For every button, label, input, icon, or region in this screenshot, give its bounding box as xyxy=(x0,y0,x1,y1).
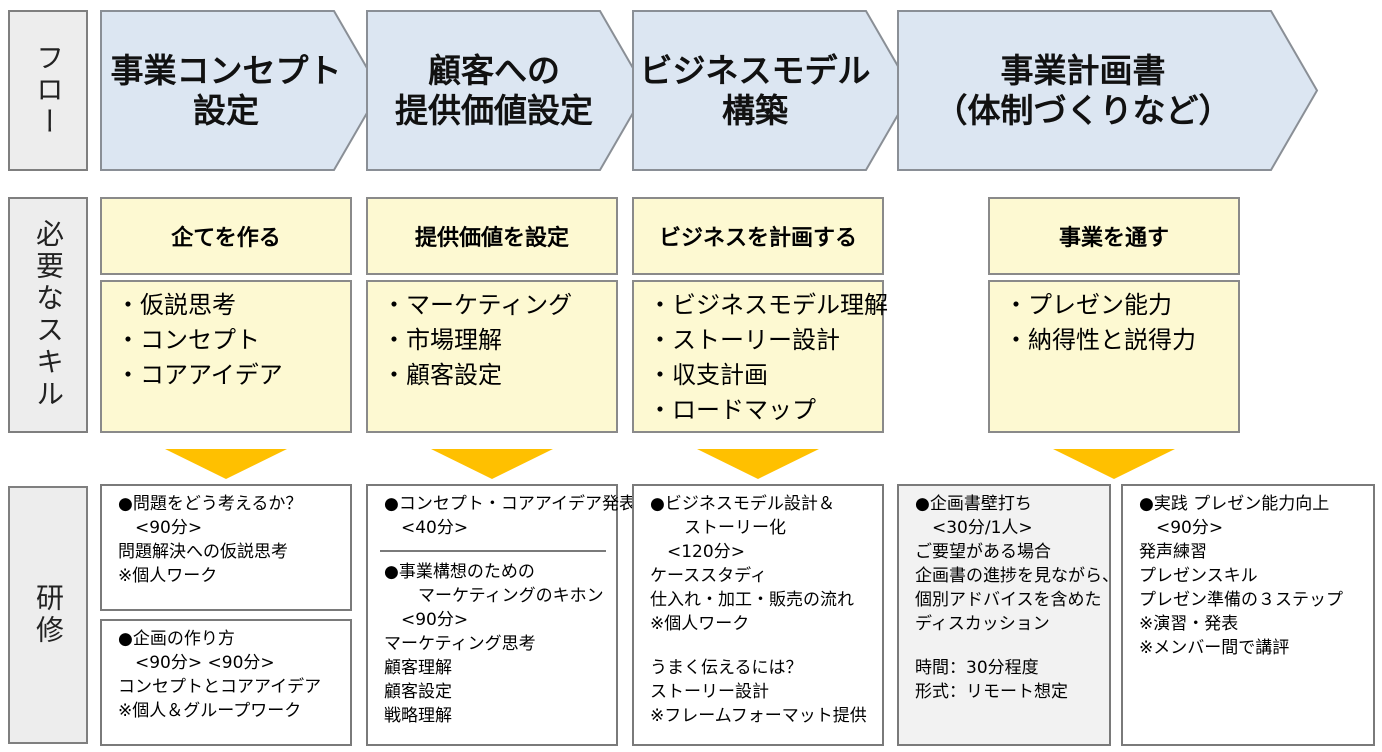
training-line: ※フレームフォーマット提供 xyxy=(650,706,867,726)
skill-list-3: ・ビジネスモデル理解 ・ストーリー設計 ・収支計画 ・ロードマップ xyxy=(632,280,888,433)
training-line: <120分> xyxy=(650,542,745,562)
row-label-skills-text: 必要なスキル xyxy=(32,219,65,411)
training-line: ディスカッション xyxy=(915,614,1050,634)
training-line: ※メンバー間で講評 xyxy=(1139,638,1290,658)
down-triangle-icon xyxy=(165,449,287,479)
training-line: マーケティング思考 xyxy=(384,634,536,654)
down-triangle-icon xyxy=(431,449,553,479)
training-line: 企画書の進捗を見ながら、 xyxy=(915,566,1119,586)
skill-item: ・コンセプト xyxy=(116,326,260,354)
training-line: 顧客理解 xyxy=(384,658,452,678)
training-line: コンセプトとコアアイデア xyxy=(118,677,322,697)
training-marketing: ●コンセプト・コアアイデア発表 <40分> ●事業構想のための マーケティングの… xyxy=(366,484,636,746)
skill-item: ・コアアイデア xyxy=(116,361,283,389)
training-line: ストーリー設計 xyxy=(650,682,769,702)
training-line xyxy=(915,636,1101,656)
skill-list-2: ・マーケティング ・市場理解 ・顧客設定 xyxy=(366,280,618,433)
skill-list-1: ・仮説思考 ・コンセプト ・コアアイデア xyxy=(100,280,352,433)
skill-item: ・マーケティング xyxy=(382,291,573,319)
row-label-flow-text: フロー xyxy=(32,42,65,139)
training-line: <30分/1人> xyxy=(915,518,1033,538)
training-line: ※個人ワーク xyxy=(650,614,750,634)
training-line: 個別アドバイスを含めた xyxy=(915,590,1102,610)
training-line: ●コンセプト・コアアイデア発表 xyxy=(384,494,636,514)
training-line: 戦略理解 xyxy=(384,706,452,726)
training-line: ※個人＆グループワーク xyxy=(118,701,302,721)
training-line: プレゼンスキル xyxy=(1139,566,1258,586)
training-problem-thinking: ●問題をどう考えるか？ <90分> 問題解決への仮説思考 ※個人ワーク xyxy=(100,484,352,611)
training-line: <90分> xyxy=(1139,518,1224,538)
skill-heading-4: 事業を通す xyxy=(988,197,1240,275)
skill-item: ・ロードマップ xyxy=(648,396,816,424)
chevron-arrow-shape xyxy=(897,10,1319,171)
training-line: 顧客設定 xyxy=(384,682,452,702)
training-line: 時間：30分程度 xyxy=(915,658,1039,678)
flow-step-4: 事業計画書 （体制づくりなど） xyxy=(897,10,1319,171)
skill-heading-3: ビジネスを計画する xyxy=(632,197,884,275)
training-business-model: ●ビジネスモデル設計＆ ストーリー化 <120分> ケーススタディ 仕入れ・加工… xyxy=(632,484,884,746)
down-triangle-icon xyxy=(1053,449,1175,479)
skill-item: ・ストーリー設計 xyxy=(648,326,840,354)
training-line: ストーリー化 xyxy=(650,518,786,538)
training-line: ●問題をどう考えるか？ xyxy=(118,494,303,514)
training-planning-method: ●企画の作り方 <90分> <90分> コンセプトとコアアイデア ※個人＆グルー… xyxy=(100,619,352,746)
training-line xyxy=(650,636,874,656)
skill-item: ・顧客設定 xyxy=(382,361,502,389)
skill-item: ・収支計画 xyxy=(648,361,768,389)
training-line: ※演習・発表 xyxy=(1139,614,1239,634)
skill-heading-1: 企てを作る xyxy=(100,197,352,275)
flow-step-2: 顧客への 提供価値設定 xyxy=(366,10,648,171)
training-line: マーケティングのキホン xyxy=(384,586,604,606)
flow-step-label: ビジネスモデル 構築 xyxy=(639,50,871,130)
flow-step-label: 顧客への 提供価値設定 xyxy=(395,50,593,130)
row-label-training: 研修 xyxy=(8,486,88,744)
row-label-flow: フロー xyxy=(8,10,88,171)
chevron-arrow-shape xyxy=(632,10,914,171)
training-line: ●企画の作り方 xyxy=(118,629,235,649)
training-line: ●ビジネスモデル設計＆ xyxy=(650,494,835,514)
training-line: 問題解決への仮説思考 xyxy=(118,542,288,562)
skill-item: ・市場理解 xyxy=(382,326,502,354)
training-line: 発声練習 xyxy=(1139,542,1207,562)
training-line: <90分> xyxy=(118,518,203,538)
training-line: ●実践 プレゼン能力向上 xyxy=(1139,494,1330,514)
flow-step-label: 事業コンセプト 設定 xyxy=(110,50,342,130)
skill-item: ・ビジネスモデル理解 xyxy=(648,291,888,319)
skill-item: ・プレゼン能力 xyxy=(1004,291,1172,319)
training-line: ケーススタディ xyxy=(650,566,767,586)
training-line: <90分> xyxy=(384,610,469,630)
training-line: ご要望がある場合 xyxy=(915,542,1051,562)
row-label-training-text: 研修 xyxy=(32,583,65,647)
training-line: プレゼン準備の３ステップ xyxy=(1139,590,1343,610)
training-line: 仕入れ・加工・販売の流れ xyxy=(650,590,854,610)
flow-step-label: 事業計画書 （体制づくりなど） xyxy=(934,50,1232,130)
training-plan-consultation: ●企画書壁打ち <30分/1人> ご要望がある場合 企画書の進捗を見ながら、 個… xyxy=(897,484,1119,746)
flow-step-1: 事業コンセプト 設定 xyxy=(100,10,382,171)
chevron-arrow-shape xyxy=(366,10,648,171)
skill-item: ・納得性と説得力 xyxy=(1004,326,1196,354)
training-presentation: ●実践 プレゼン能力向上 <90分> 発声練習 プレゼンスキル プレゼン準備の３… xyxy=(1121,484,1375,746)
training-line: 形式：リモート想定 xyxy=(915,682,1068,702)
skill-heading-2: 提供価値を設定 xyxy=(366,197,618,275)
skill-item: ・仮説思考 xyxy=(116,291,236,319)
training-line: ●企画書壁打ち xyxy=(915,494,1032,514)
training-line: <90分> <90分> xyxy=(118,653,275,673)
divider xyxy=(380,550,606,552)
training-line: ※個人ワーク xyxy=(118,566,218,586)
training-line: ●事業構想のための xyxy=(384,562,535,582)
down-triangle-icon xyxy=(697,449,819,479)
training-line: <40分> xyxy=(384,518,469,538)
skill-list-4: ・プレゼン能力 ・納得性と説得力 xyxy=(988,280,1240,433)
chevron-arrow-shape xyxy=(100,10,382,171)
training-line: うまく伝えるには？ xyxy=(650,658,803,678)
flow-step-3: ビジネスモデル 構築 xyxy=(632,10,914,171)
row-label-skills: 必要なスキル xyxy=(8,197,88,433)
